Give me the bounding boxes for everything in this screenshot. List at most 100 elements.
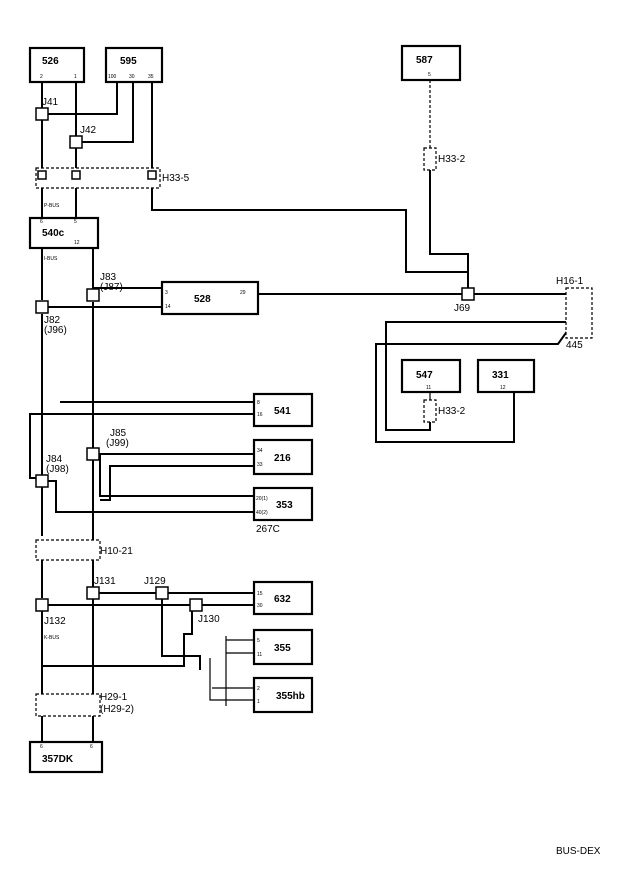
j130-label: J130: [198, 614, 220, 625]
j42-junction: [69, 135, 83, 149]
445-label: 445: [566, 340, 583, 351]
h29-2-label: (H29-2): [100, 704, 134, 715]
label-587: 587: [416, 55, 433, 66]
pin-label: 11: [426, 385, 431, 391]
h29-1-label: H29-1: [100, 692, 128, 703]
pin-label: 1: [74, 74, 77, 80]
h10-21-connector: [35, 539, 101, 561]
pin-label: 20(1): [256, 496, 268, 502]
footer-label: BUS-DEX: [556, 846, 601, 857]
pin-label: I-BUS: [44, 256, 58, 262]
pin-label: 15: [257, 591, 263, 597]
pin-label: 6: [40, 219, 43, 225]
pin-label: 2: [257, 686, 260, 692]
component-595: [104, 46, 164, 84]
component-boxes: [28, 44, 536, 774]
pin-label: 12: [500, 385, 506, 391]
pin-label: 30: [257, 603, 263, 609]
pin-label: 30: [129, 74, 135, 80]
j85-label: J85: [110, 428, 127, 439]
pin-label: 2: [40, 74, 43, 80]
component-216: [252, 438, 314, 476]
j83-label: J83: [100, 272, 117, 283]
label-357dk: 357DK: [42, 754, 74, 765]
j82-label: J82: [44, 315, 61, 326]
component-547: [400, 358, 462, 394]
h29-1-connector: [35, 693, 101, 717]
component-labels: 526 595 587 540c 528 541 216 353 632 355…: [42, 55, 509, 765]
label-541: 541: [274, 406, 291, 417]
h16-1-connector: [565, 287, 593, 339]
pin-label: 34: [257, 448, 263, 454]
267c-label: 267C: [256, 524, 280, 535]
j129-label: J129: [144, 576, 166, 587]
j83b-label: (J87): [100, 282, 123, 293]
h33-2-low-label: H33-2: [438, 406, 466, 417]
pin-label: P-BUS: [44, 203, 60, 209]
pin-label: 33: [257, 462, 263, 468]
label-632: 632: [274, 594, 291, 605]
j130-junction: [189, 598, 203, 612]
j69-junction: [461, 287, 475, 301]
j69-label: J69: [454, 303, 471, 314]
pin-label: K-BUS: [44, 635, 60, 641]
pin-label: 12: [74, 240, 80, 246]
j84b-label: (J98): [46, 464, 69, 475]
pin-label: 5: [428, 72, 431, 78]
pin-label: 16: [257, 412, 263, 418]
component-526: [28, 46, 86, 84]
pin-label: 6: [90, 744, 93, 750]
j85b-label: (J99): [106, 438, 129, 449]
pin-label: 29: [240, 290, 246, 296]
j84-label: J84: [46, 454, 63, 465]
component-357dk: [28, 740, 104, 774]
junctions: [35, 107, 475, 612]
pin-label: 40(2): [256, 510, 268, 516]
pin-label: 6: [40, 744, 43, 750]
component-632: [252, 580, 314, 616]
h16-1-label: H16-1: [556, 276, 584, 287]
j41-label: J41: [42, 97, 59, 108]
pin-label: 5: [74, 219, 77, 225]
j132-junction: [35, 598, 49, 612]
label-216: 216: [274, 453, 291, 464]
pin-numbers: 2 1 100 30 35 5 6 5 12 3 14 29 8 16 34 3…: [40, 72, 506, 750]
j131-junction: [86, 586, 100, 600]
label-540c: 540c: [42, 228, 65, 239]
pin-label: 3: [165, 290, 168, 296]
wires: [29, 80, 569, 744]
j129-junction: [155, 586, 169, 600]
j84-junction: [35, 474, 49, 488]
pin-label: 14: [165, 304, 171, 310]
h33-5-label: H33-5: [162, 173, 190, 184]
j82b-label: (J96): [44, 325, 67, 336]
junction-labels: J41 J42 H33-5 H33-2 J83 (J87) J82 (J96) …: [42, 97, 584, 715]
label-526: 526: [42, 56, 59, 67]
j42-label: J42: [80, 125, 97, 136]
j83-junction: [86, 288, 100, 302]
h33-2-low-connector: [423, 399, 437, 423]
label-595: 595: [120, 56, 137, 67]
label-355: 355: [274, 643, 291, 654]
component-587: [400, 44, 462, 82]
h33-5-connector: [35, 167, 161, 189]
component-540c: [28, 216, 100, 250]
component-331: [476, 358, 536, 394]
h33-2-top-connector: [423, 147, 437, 171]
j85-junction: [86, 447, 100, 461]
component-353: [252, 486, 314, 522]
j132-label: J132: [44, 616, 66, 627]
label-547: 547: [416, 370, 433, 381]
pin-label: 100: [108, 74, 117, 80]
connectors: [35, 147, 593, 717]
pin-label: 5: [257, 638, 260, 644]
pin-label: 8: [257, 400, 260, 406]
pin-label: 1: [257, 699, 260, 705]
label-528: 528: [194, 294, 211, 305]
j41-junction: [35, 107, 49, 121]
label-353: 353: [276, 500, 293, 511]
component-541: [252, 392, 314, 428]
j131-label: J131: [94, 576, 116, 587]
component-355: [252, 628, 314, 666]
